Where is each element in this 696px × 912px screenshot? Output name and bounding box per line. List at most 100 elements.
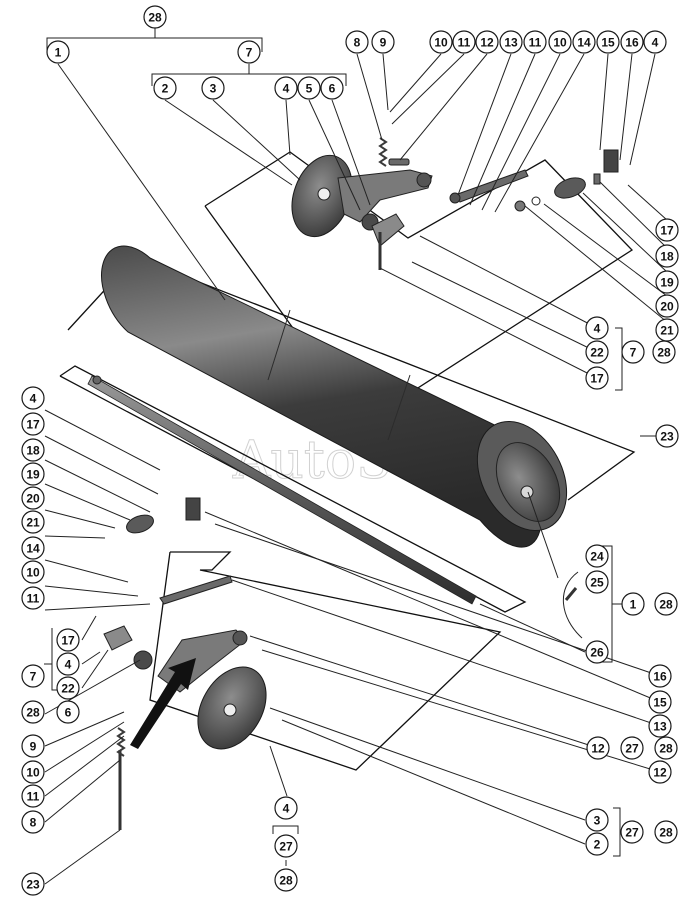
callout-number: 21 xyxy=(26,516,40,530)
callout-number: 28 xyxy=(659,742,673,756)
callout-16: 16 xyxy=(648,664,672,688)
callout-number: 4 xyxy=(65,658,72,672)
callout-number: 4 xyxy=(283,802,290,816)
callout-1: 1 xyxy=(46,40,70,64)
callout-number: 25 xyxy=(590,576,604,590)
callout-12: 12 xyxy=(475,30,499,54)
callout-28: 28 xyxy=(654,736,678,760)
callout-number: 11 xyxy=(529,36,542,50)
callout-number: 17 xyxy=(26,418,40,432)
callout-number: 8 xyxy=(30,816,37,830)
callout-2: 2 xyxy=(153,76,177,100)
callout-number: 21 xyxy=(660,324,674,338)
callout-11: 11 xyxy=(452,30,476,54)
callout-17: 17 xyxy=(21,412,45,436)
callout-1: 1 xyxy=(621,592,645,616)
callout-20: 20 xyxy=(21,486,45,510)
callout-number: 17 xyxy=(590,372,604,386)
callout-4: 4 xyxy=(21,386,45,410)
callout-24: 24 xyxy=(585,544,609,568)
callout-8: 8 xyxy=(21,810,45,834)
callout-number: 7 xyxy=(30,670,37,684)
callout-28: 28 xyxy=(274,868,298,892)
callout-number: 27 xyxy=(625,826,639,840)
callout-number: 8 xyxy=(354,36,361,50)
callout-3: 3 xyxy=(585,808,609,832)
callout-7: 7 xyxy=(237,40,261,64)
callout-number: 28 xyxy=(659,826,673,840)
callout-27: 27 xyxy=(620,736,644,760)
callout-21: 21 xyxy=(21,510,45,534)
callout-23: 23 xyxy=(655,424,679,448)
callout-4: 4 xyxy=(585,316,609,340)
callout-23: 23 xyxy=(21,872,45,896)
callout-12: 12 xyxy=(648,760,672,784)
callout-number: 14 xyxy=(577,36,591,50)
callout-number: 22 xyxy=(590,346,604,360)
callout-number: 27 xyxy=(279,840,293,854)
callout-number: 20 xyxy=(26,492,40,506)
callout-6: 6 xyxy=(320,76,344,100)
callout-11: 11 xyxy=(21,784,45,808)
callout-5: 5 xyxy=(297,76,321,100)
callout-4: 4 xyxy=(274,796,298,820)
callout-8: 8 xyxy=(345,30,369,54)
callout-16: 16 xyxy=(620,30,644,54)
callout-number: 28 xyxy=(279,874,293,888)
callout-21: 21 xyxy=(655,318,679,342)
callout-28: 28 xyxy=(143,5,167,29)
callout-7: 7 xyxy=(621,340,645,364)
callout-28: 28 xyxy=(652,340,676,364)
callout-4: 4 xyxy=(643,30,667,54)
callout-18: 18 xyxy=(21,438,45,462)
callout-number: 4 xyxy=(652,36,659,50)
callout-20: 20 xyxy=(655,294,679,318)
callout-2: 2 xyxy=(585,832,609,856)
callout-number: 7 xyxy=(630,346,637,360)
callout-13: 13 xyxy=(499,30,523,54)
callout-27: 27 xyxy=(274,834,298,858)
callout-15: 15 xyxy=(648,690,672,714)
callout-number: 10 xyxy=(26,766,40,780)
callout-number: 28 xyxy=(657,346,671,360)
callout-14: 14 xyxy=(21,536,45,560)
part-24-25-detail xyxy=(563,571,583,639)
callout-number: 20 xyxy=(660,300,674,314)
callout-number: 28 xyxy=(26,706,40,720)
callout-4: 4 xyxy=(274,76,298,100)
callout-17: 17 xyxy=(655,218,679,242)
callout-number: 22 xyxy=(61,682,75,696)
callout-10: 10 xyxy=(21,560,45,584)
callout-number: 24 xyxy=(590,550,604,564)
callout-number: 19 xyxy=(660,276,674,290)
callout-number: 14 xyxy=(26,542,40,556)
callout-28: 28 xyxy=(654,592,678,616)
callout-number: 28 xyxy=(148,11,162,25)
callout-number: 23 xyxy=(660,430,674,444)
callout-number: 26 xyxy=(590,646,604,660)
callout-10: 10 xyxy=(548,30,572,54)
callout-9: 9 xyxy=(371,30,395,54)
callout-number: 10 xyxy=(434,36,448,50)
callout-19: 19 xyxy=(21,462,45,486)
callout-number: 27 xyxy=(625,742,639,756)
callout-28: 28 xyxy=(21,700,45,724)
callout-number: 4 xyxy=(30,392,37,406)
callout-number: 6 xyxy=(65,706,72,720)
callout-6: 6 xyxy=(56,700,80,724)
callout-15: 15 xyxy=(596,30,620,54)
callout-number: 11 xyxy=(27,592,40,606)
callout-7: 7 xyxy=(21,664,45,688)
callout-17: 17 xyxy=(56,628,80,652)
callout-number: 4 xyxy=(283,82,290,96)
callout-number: 18 xyxy=(660,250,674,264)
callout-number: 10 xyxy=(553,36,567,50)
callout-number: 2 xyxy=(594,838,601,852)
callout-9: 9 xyxy=(21,734,45,758)
callout-number: 11 xyxy=(27,790,40,804)
callout-number: 13 xyxy=(653,720,667,734)
callout-number: 16 xyxy=(653,670,667,684)
callout-number: 1 xyxy=(55,46,62,60)
